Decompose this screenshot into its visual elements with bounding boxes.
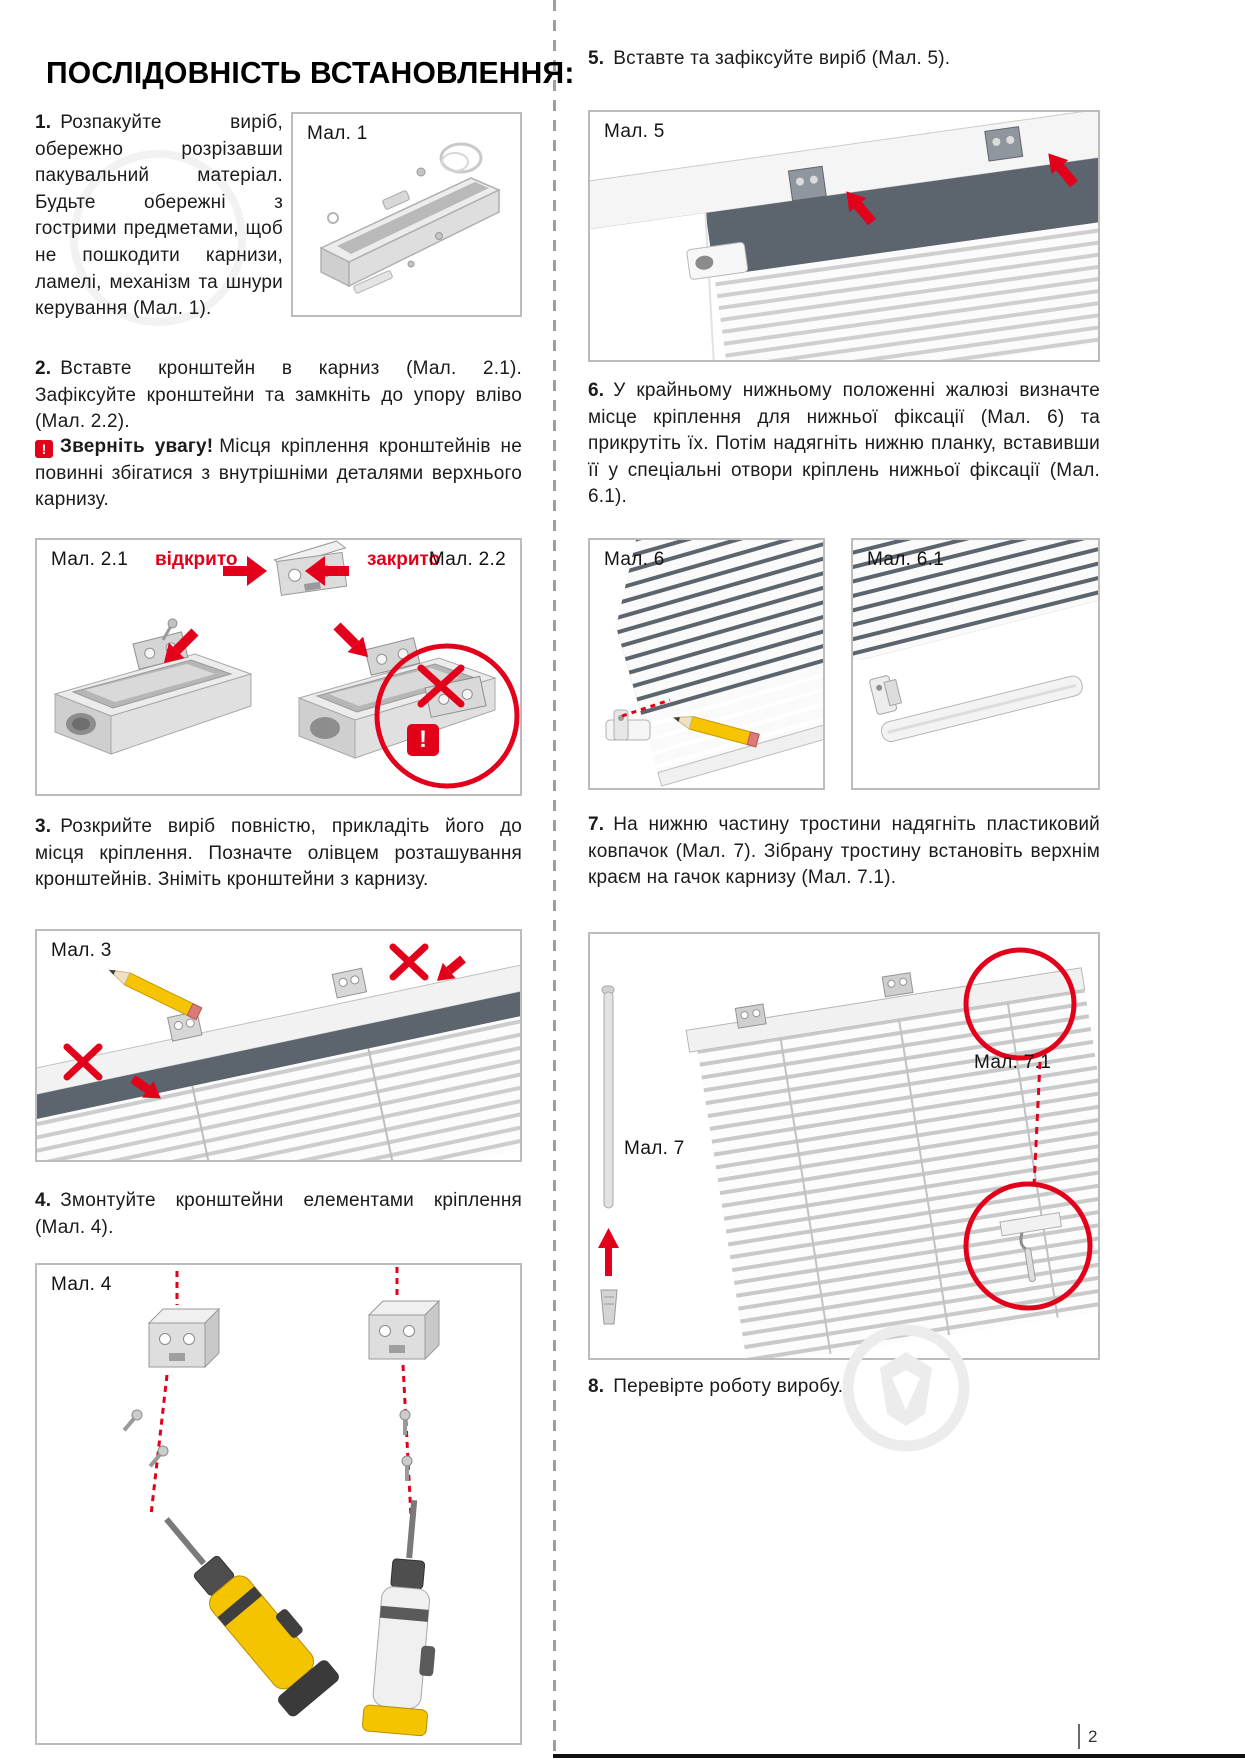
step-6: 6.У крайньому нижньому положенні жалюзі … bbox=[588, 378, 1100, 511]
drill-icon bbox=[361, 1499, 436, 1737]
figure-6: Мал. 6 bbox=[588, 538, 825, 790]
figure-2: Мал. 2.1 відкрито закрито Мал. 2.2 ! bbox=[35, 538, 522, 796]
step-6-text: У крайньому нижньому положенні жалюзі ви… bbox=[588, 380, 1100, 508]
closed-state-label: закрито bbox=[367, 549, 441, 570]
lower-fixation-mark-illustration bbox=[590, 540, 823, 787]
hook-detail bbox=[999, 1212, 1063, 1283]
figure-2-2-label: Мал. 2.2 bbox=[428, 549, 506, 570]
column-divider-dashed bbox=[553, 0, 556, 1760]
step-8: 8. Перевірте роботу виробу. bbox=[588, 1374, 1100, 1401]
figure-4: Мал. 4 bbox=[35, 1263, 522, 1745]
page-number: 2 bbox=[1088, 1727, 1098, 1746]
figure-1-label: Мал. 1 bbox=[307, 123, 368, 144]
figure-3-label: Мал. 3 bbox=[51, 940, 112, 961]
wand-cap-icon bbox=[600, 1289, 618, 1325]
figure-7: Мал. 7 Мал. 7.1 bbox=[588, 932, 1100, 1360]
step-7-text: На нижню частину тростини надягніть плас… bbox=[588, 814, 1100, 889]
step-6-number: 6. bbox=[588, 380, 605, 401]
step-3-number: 3. bbox=[35, 816, 52, 837]
warning-note: ! Зверніть увагу!Місця кріплення кронштей… bbox=[35, 434, 522, 514]
background-ring-watermark bbox=[70, 150, 246, 326]
step-2-text: Вставте кронштейн в карниз (Мал. 2.1). З… bbox=[35, 358, 522, 433]
figure-6-1-label: Мал. 6.1 bbox=[867, 549, 945, 570]
figure-7-1-label: Мал. 7.1 bbox=[974, 1052, 1052, 1073]
step-5-number: 5. bbox=[588, 48, 605, 69]
insert-product-illustration bbox=[590, 112, 1098, 360]
drill-icon bbox=[164, 1517, 339, 1717]
step-5: 5. Вставте та зафіксуйте виріб (Мал. 5). bbox=[588, 46, 1100, 73]
step-8-text: Перевірте роботу виробу. bbox=[613, 1376, 844, 1397]
brand-watermark bbox=[842, 1324, 970, 1452]
step-8-number: 8. bbox=[588, 1376, 605, 1397]
step-4-text: Змонтуйте кронштейни елементами кріпленн… bbox=[35, 1190, 522, 1238]
step-2-number: 2. bbox=[35, 358, 52, 379]
pencil-icon bbox=[672, 715, 760, 748]
fixation-bracket-icon bbox=[605, 709, 651, 741]
step-1: 1.Розпакуйте виріб, обережно розрізавши … bbox=[35, 110, 283, 323]
cornice-package-illustration bbox=[319, 142, 501, 294]
mark-positions-illustration bbox=[37, 943, 520, 1160]
figure-2-1-label: Мал. 2.1 bbox=[51, 549, 129, 570]
step-7-number: 7. bbox=[588, 814, 605, 835]
step-5-text: Вставте та зафіксуйте виріб (Мал. 5). bbox=[613, 48, 951, 69]
footer-rule bbox=[553, 1754, 1245, 1758]
fixation-bracket-icon bbox=[869, 675, 903, 715]
figure-6-1: Мал. 6.1 bbox=[851, 538, 1100, 790]
up-arrow-icon bbox=[598, 1228, 619, 1276]
step-4-number: 4. bbox=[35, 1190, 52, 1211]
figure-5: Мал. 5 bbox=[588, 110, 1100, 362]
step-1-number: 1. bbox=[35, 112, 52, 133]
step-3-text: Розкрийте виріб повністю, прикладіть йог… bbox=[35, 816, 522, 891]
warning-label: Зверніть увагу! bbox=[60, 436, 214, 457]
bottom-rail-insert-illustration bbox=[853, 540, 1098, 788]
figure-1: Мал. 1 bbox=[291, 112, 522, 317]
warning-text: Місця кріплення кронштейнів не повинні з… bbox=[35, 436, 522, 511]
figure-5-label: Мал. 5 bbox=[604, 121, 665, 142]
figure-3: Мал. 3 bbox=[35, 929, 522, 1162]
page-title: ПОСЛІДОВНІСТЬ ВСТАНОВЛЕННЯ: bbox=[46, 54, 575, 90]
wand-icon bbox=[601, 985, 615, 1209]
step-4: 4.Змонтуйте кронштейни елементами кріпле… bbox=[35, 1188, 522, 1241]
figure-4-label: Мал. 4 bbox=[51, 1274, 112, 1295]
step-7: 7.На нижню частину тростини надягніть пл… bbox=[588, 812, 1100, 892]
pencil-icon bbox=[107, 969, 203, 1021]
figure-7-label: Мал. 7 bbox=[624, 1138, 685, 1159]
step-3: 3.Розкрийте виріб повністю, прикладіть й… bbox=[35, 814, 522, 894]
bracket-open-closed-illustration bbox=[53, 540, 520, 789]
wand-hook-illustration bbox=[598, 947, 1098, 1358]
warning-icon: ! bbox=[35, 440, 53, 458]
step-1-text: Розпакуйте виріб, обережно розрізавши па… bbox=[35, 112, 283, 320]
alert-exclamation-icon: ! bbox=[407, 724, 439, 756]
open-state-label: відкрито bbox=[155, 549, 238, 570]
page-number-rule bbox=[1078, 1724, 1080, 1749]
mount-brackets-drill-illustration bbox=[122, 1267, 441, 1737]
step-2: 2.Вставте кронштейн в карниз (Мал. 2.1).… bbox=[35, 356, 522, 436]
figure-6-label: Мал. 6 bbox=[604, 549, 665, 570]
